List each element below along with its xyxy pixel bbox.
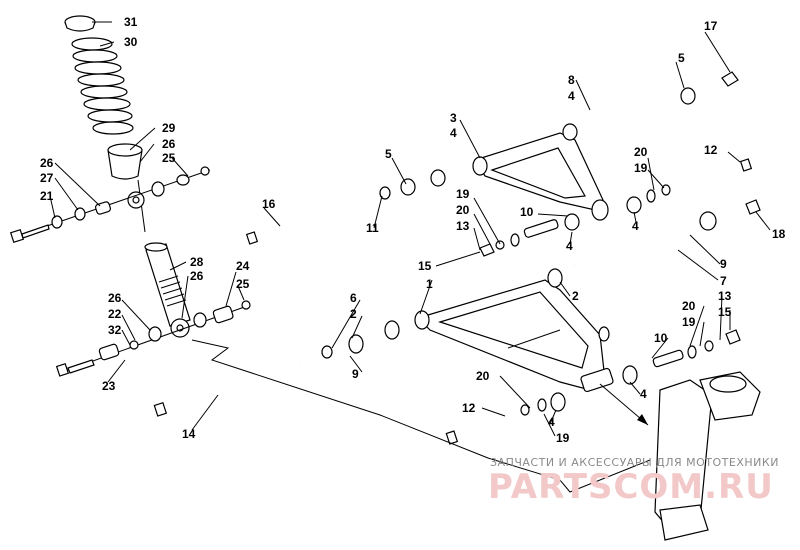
- upper-shock-bolt-head: [9, 228, 25, 244]
- callout-labels: 31 30 29 26 25 26 27 21 28 26 24 25 26 2…: [40, 15, 786, 445]
- callout-20: 20: [476, 369, 490, 383]
- shock-body: [145, 243, 191, 327]
- callout-28: 28: [190, 255, 204, 269]
- callout-5: 5: [678, 51, 685, 65]
- callout-10: 10: [520, 205, 534, 219]
- spindle: [654, 371, 761, 541]
- callout-14: 14: [182, 427, 196, 441]
- callout-26: 26: [190, 269, 204, 283]
- callout-4: 4: [568, 89, 575, 103]
- callout-4: 4: [566, 239, 573, 253]
- callout-8: 8: [568, 73, 575, 87]
- callout-12: 12: [704, 143, 718, 157]
- callout-3: 3: [450, 111, 457, 125]
- bolts: [153, 95, 753, 445]
- callout-26: 26: [108, 291, 122, 305]
- callout-4: 4: [640, 387, 647, 401]
- callout-11: 11: [366, 221, 379, 235]
- callout-15: 15: [718, 305, 732, 319]
- callout-12: 12: [462, 401, 476, 415]
- callout-32: 32: [108, 323, 122, 337]
- washer: [51, 215, 63, 229]
- callout-9: 9: [352, 367, 359, 381]
- callout-19: 19: [634, 161, 648, 175]
- callout-4: 4: [450, 126, 457, 140]
- callout-13: 13: [718, 289, 732, 303]
- callout-4: 4: [548, 415, 555, 429]
- callout-27: 27: [40, 171, 54, 185]
- spring-cap-side: [64, 21, 96, 32]
- callout-9: 9: [720, 257, 727, 271]
- callout-4: 4: [632, 219, 639, 233]
- watermark-tagline: ЗАПЧАСТИ И АКСЕССУАРЫ ДЛЯ МОТОТЕХНИКИ: [490, 456, 779, 469]
- callout-23: 23: [102, 379, 116, 393]
- callout-22: 22: [108, 307, 122, 321]
- callout-20: 20: [456, 203, 470, 217]
- callout-10: 10: [654, 331, 668, 345]
- callout-19: 19: [456, 187, 470, 201]
- callout-18: 18: [772, 227, 786, 241]
- callout-13: 13: [456, 219, 470, 233]
- callout-20: 20: [634, 145, 648, 159]
- callout-16: 16: [262, 197, 276, 211]
- callout-24: 24: [236, 259, 250, 273]
- callout-30: 30: [124, 35, 138, 49]
- callout-1: 1: [426, 277, 433, 291]
- callout-2: 2: [350, 307, 357, 321]
- callout-19: 19: [682, 315, 696, 329]
- callout-2: 2: [572, 289, 579, 303]
- spring-seat: [107, 149, 143, 180]
- callout-7: 7: [720, 274, 727, 288]
- callout-26: 26: [162, 137, 176, 151]
- upper-a-arm: [379, 71, 761, 257]
- callout-5: 5: [385, 147, 392, 161]
- reference-line: [191, 339, 651, 493]
- callout-21: 21: [40, 189, 54, 203]
- callout-31: 31: [124, 15, 138, 29]
- leader-lines: [49, 21, 771, 437]
- callout-6: 6: [350, 291, 357, 305]
- watermark-site: PARTSCOM.RU: [488, 467, 774, 507]
- callout-17: 17: [704, 19, 718, 33]
- callout-29: 29: [162, 121, 176, 135]
- callout-15: 15: [418, 259, 432, 273]
- coil-spring: [71, 37, 134, 135]
- callout-20: 20: [682, 299, 696, 313]
- lower-a-arm: [321, 268, 741, 416]
- callout-25: 25: [162, 151, 176, 165]
- watermark: ЗАПЧАСТИ И АКСЕССУАРЫ ДЛЯ МОТОТЕХНИКИ PA…: [488, 456, 779, 507]
- callout-26: 26: [40, 156, 54, 170]
- shock-absorber-assembly: [9, 15, 251, 377]
- callout-25: 25: [236, 277, 250, 291]
- callout-19: 19: [556, 431, 570, 445]
